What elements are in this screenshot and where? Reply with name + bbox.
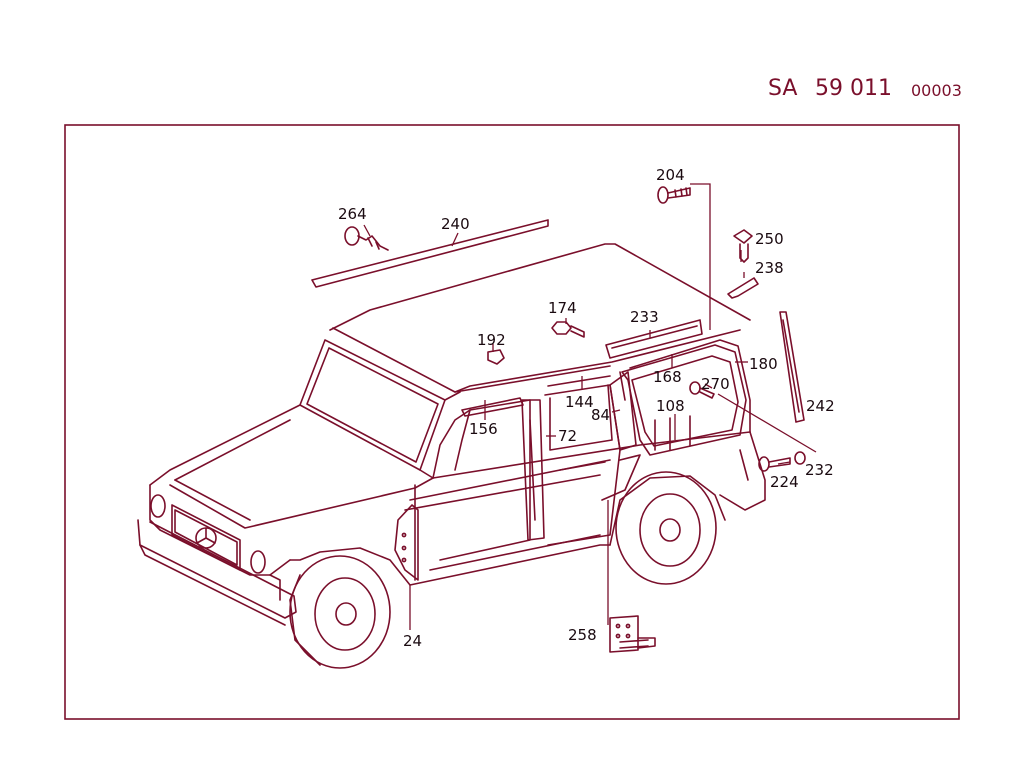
cap-192 [487,349,505,365]
roof-front-edge [329,243,751,331]
callout-labels: 264 240 204 250 238 174 233 192 168 270 … [338,166,835,650]
callout-242: 242 [806,397,835,415]
front-wheel-arch [289,547,411,586]
callout-270: 270 [701,375,730,393]
callout-204: 204 [656,166,685,184]
callout-72: 72 [558,427,577,445]
vehicle-outline [137,243,766,669]
callout-84: 84 [591,406,610,424]
header-prefix: SA [768,76,798,101]
callout-233: 233 [630,308,659,326]
windshield [299,339,446,471]
rear-wheel-arch [609,475,726,546]
callout-174: 174 [548,299,577,317]
roof-rear-edge [332,327,741,393]
screw-264 [344,226,360,246]
bracket-238 [727,277,759,299]
headlight-right [250,550,266,574]
leader-lines [363,183,817,630]
vertical-strip-242 [779,311,805,423]
callout-264: 264 [338,205,367,223]
diagram-frame [64,124,960,720]
callout-238: 238 [755,259,784,277]
screw-204 [657,186,669,204]
sill-line [409,544,611,586]
rear-bumper [719,431,766,511]
nut-232 [794,451,806,465]
callout-108: 108 [656,397,685,415]
side-trim-156 [461,397,524,417]
callout-156: 156 [469,420,498,438]
callout-224: 224 [770,473,799,491]
callout-240: 240 [441,215,470,233]
callout-180: 180 [749,355,778,373]
front-bumper [137,519,297,619]
hood-left-edge [149,404,301,486]
third-brake-light [605,319,703,359]
body-belt-line [432,431,751,479]
rear-side-window [621,344,747,456]
callout-232: 232 [805,461,834,479]
callout-258: 258 [568,626,597,644]
front-fender-flare [394,504,419,581]
screw-270 [689,381,701,395]
quarter-panel-strip [601,454,641,501]
header-number: 59 011 [815,76,892,101]
header-code: 00003 [911,81,962,100]
headlight-left [150,494,166,518]
grille [171,504,241,571]
clip-250 [733,229,753,244]
front-wheel [289,555,391,669]
callout-144: 144 [565,393,594,411]
roof-rail-strip [311,219,549,288]
rear-wheel [615,471,717,585]
b-pillar-strip [521,399,545,541]
callout-168: 168 [653,368,682,386]
exploded-parts [311,186,806,653]
callout-24: 24 [403,632,422,650]
callout-192: 192 [477,331,506,349]
c-pillar-piece [609,371,637,451]
bracket-258 [609,615,639,653]
callout-250: 250 [755,230,784,248]
bolt-174 [551,321,572,335]
screw-224 [758,456,770,472]
